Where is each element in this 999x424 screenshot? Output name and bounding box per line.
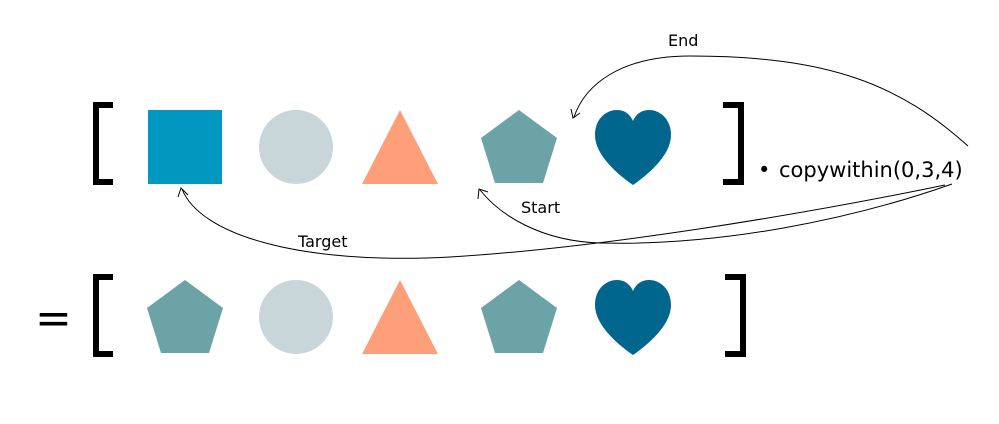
heart-shape — [595, 110, 671, 185]
start-arrow — [479, 183, 953, 244]
row-before-shapes — [148, 110, 671, 185]
label-end: End — [668, 31, 698, 50]
pentagon-shape — [481, 110, 557, 183]
triangle-shape — [362, 280, 438, 354]
array-after: = — [35, 274, 746, 357]
equals-sign: = — [35, 293, 72, 344]
target-arrow — [181, 184, 946, 259]
circle-shape — [259, 280, 333, 354]
bracket-right-top — [723, 102, 744, 185]
label-start: Start — [521, 198, 560, 217]
bracket-right-bottom — [725, 274, 746, 357]
array-before — [93, 102, 744, 185]
circle-shape — [259, 110, 333, 184]
heart-shape — [595, 280, 671, 355]
pentagon-shape — [481, 280, 557, 353]
start-arrowhead — [477, 188, 489, 200]
bracket-left-bottom — [93, 274, 113, 357]
target-arrowhead — [177, 187, 189, 198]
square-shape — [148, 110, 222, 184]
row-after-shapes — [147, 280, 671, 355]
bracket-left-top — [93, 102, 113, 185]
end-arrow — [573, 55, 969, 147]
method-call: • copywithin(0,3,4) — [758, 158, 963, 182]
method-bullet: • — [758, 158, 770, 182]
label-target: Target — [297, 232, 348, 251]
arrows — [177, 55, 969, 259]
triangle-shape — [362, 110, 438, 184]
method-text: copywithin(0,3,4) — [779, 158, 963, 182]
pentagon-shape — [147, 280, 223, 353]
end-arrowhead — [570, 108, 581, 119]
